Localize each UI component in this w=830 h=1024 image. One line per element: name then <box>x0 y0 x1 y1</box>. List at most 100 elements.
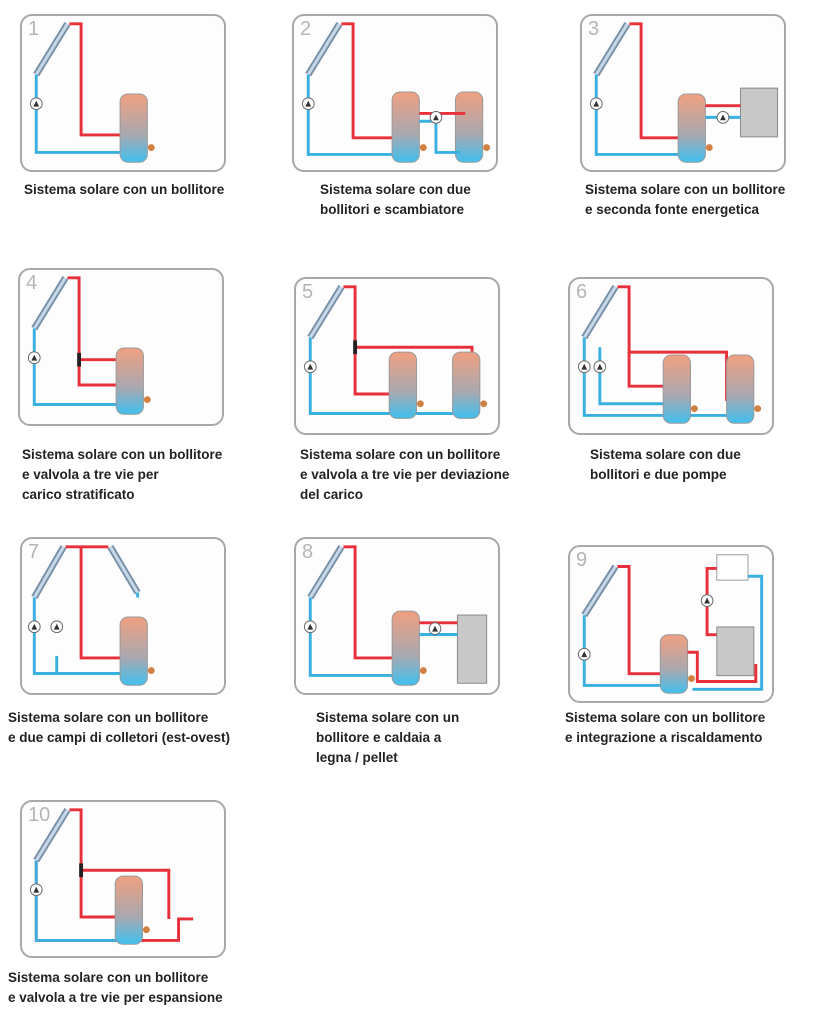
sensor-icon <box>419 144 427 151</box>
cold-pipe <box>419 119 461 154</box>
three-way-valve-icon <box>77 352 82 367</box>
caption-line: bollitori e scambiatore <box>320 202 465 217</box>
caption-line: Sistema solare con due <box>320 182 471 197</box>
water-tank <box>115 347 144 415</box>
pump-arrow-icon <box>31 354 38 361</box>
hot-pipe <box>627 352 669 388</box>
schematic <box>589 22 779 163</box>
caption-line: legna / pellet <box>316 750 398 765</box>
caption-line: bollitori e due pompe <box>590 467 727 482</box>
water-tank <box>391 91 420 163</box>
caption-line: Sistema solare con un bollitore <box>22 447 223 462</box>
sensor-icon <box>416 400 424 408</box>
sensor-icon <box>690 405 698 413</box>
pump-arrow-icon <box>31 623 38 630</box>
pump-arrow-icon <box>432 625 438 632</box>
sensor-icon <box>480 400 488 408</box>
water-tank <box>726 354 755 424</box>
system-number: 6 <box>576 281 588 303</box>
water-tank <box>454 91 484 163</box>
pump-arrow-icon <box>720 114 726 121</box>
system-number: 7 <box>28 541 40 563</box>
radiator-icon <box>716 554 749 581</box>
system-diagram-1: 1 <box>20 14 226 172</box>
sensor-icon <box>688 675 695 682</box>
system-diagram-4: 4 <box>18 268 224 426</box>
caption-line: Sistema solare con un <box>316 710 460 725</box>
boiler-icon <box>716 626 755 677</box>
system-number: 5 <box>302 281 314 303</box>
solar-collector-glass <box>35 23 69 76</box>
caption-line: Sistema solare con un bollitore <box>8 710 209 725</box>
pump-arrow-icon <box>307 363 314 370</box>
hot-pipe <box>69 22 135 137</box>
boiler-icon <box>456 614 488 684</box>
cold-pipe <box>582 615 664 687</box>
sensor-icon <box>754 405 762 413</box>
system-number: 9 <box>576 549 588 571</box>
water-tank <box>662 354 691 424</box>
system-diagram-7: 7 <box>20 537 226 695</box>
boiler-icon <box>740 87 779 138</box>
three-way-valve-icon <box>79 863 84 878</box>
hot-pipe <box>77 359 128 387</box>
hot-pipe <box>79 870 125 919</box>
hot-pipe <box>687 650 758 683</box>
solar-collector-glass <box>33 277 67 330</box>
system-caption: Sistema solare con un bollitore <box>24 180 224 200</box>
cold-pipe <box>598 347 669 406</box>
system-caption: Sistema solare con due bollitori e due po… <box>590 445 741 485</box>
schematic <box>577 554 764 694</box>
pump-arrow-icon <box>581 363 588 370</box>
sensor-icon <box>483 144 491 151</box>
caption-line: e due campi di colletori (est-ovest) <box>8 730 231 745</box>
sensor-icon <box>419 667 427 674</box>
cold-pipe <box>692 574 764 691</box>
caption-line: del carico <box>300 487 364 502</box>
system-caption: Sistema solare con un bollitore e due cam… <box>8 708 230 748</box>
pump-arrow-icon <box>305 100 312 107</box>
hot-pipe <box>341 22 407 140</box>
hot-pipe <box>343 545 404 660</box>
solar-collector-glass <box>109 546 139 594</box>
water-tank <box>677 93 706 163</box>
pump-arrow-icon <box>33 100 40 107</box>
hot-pipe <box>353 347 404 396</box>
water-tank <box>391 610 420 686</box>
system-number: 8 <box>302 541 314 563</box>
pump-arrow-icon <box>307 623 314 630</box>
schematic <box>27 545 155 686</box>
pump-arrow-icon <box>593 100 600 107</box>
solar-collector-glass <box>583 565 617 617</box>
system-number: 4 <box>26 272 38 294</box>
water-tank <box>388 351 417 419</box>
schematic <box>27 276 151 415</box>
caption-line: carico stratificato <box>22 487 135 502</box>
caption-line: e valvola a tre vie per deviazione <box>300 467 510 482</box>
hot-pipe <box>617 565 669 676</box>
water-tank <box>114 875 143 945</box>
caption-line: e valvola a tre vie per espansione <box>8 990 223 1005</box>
sensor-icon <box>147 667 155 674</box>
system-number: 2 <box>300 18 312 40</box>
system-diagram-6: 6 <box>568 277 774 435</box>
water-tank <box>119 93 148 163</box>
solar-collector-glass <box>35 809 69 862</box>
sensor-icon <box>147 144 155 151</box>
solar-collector-glass <box>309 546 343 599</box>
schematic <box>303 285 488 419</box>
three-way-valve-icon <box>353 340 358 355</box>
solar-collector-glass <box>583 286 617 339</box>
system-diagram-9: 9 <box>568 545 774 703</box>
schematic <box>29 22 155 163</box>
caption-line: Sistema solare con due <box>590 447 741 462</box>
system-diagram-10: 10 <box>20 800 226 958</box>
sensor-icon <box>142 926 150 934</box>
solar-collector-glass <box>33 546 65 599</box>
system-number: 3 <box>588 18 600 40</box>
solar-collector-glass <box>309 286 343 339</box>
